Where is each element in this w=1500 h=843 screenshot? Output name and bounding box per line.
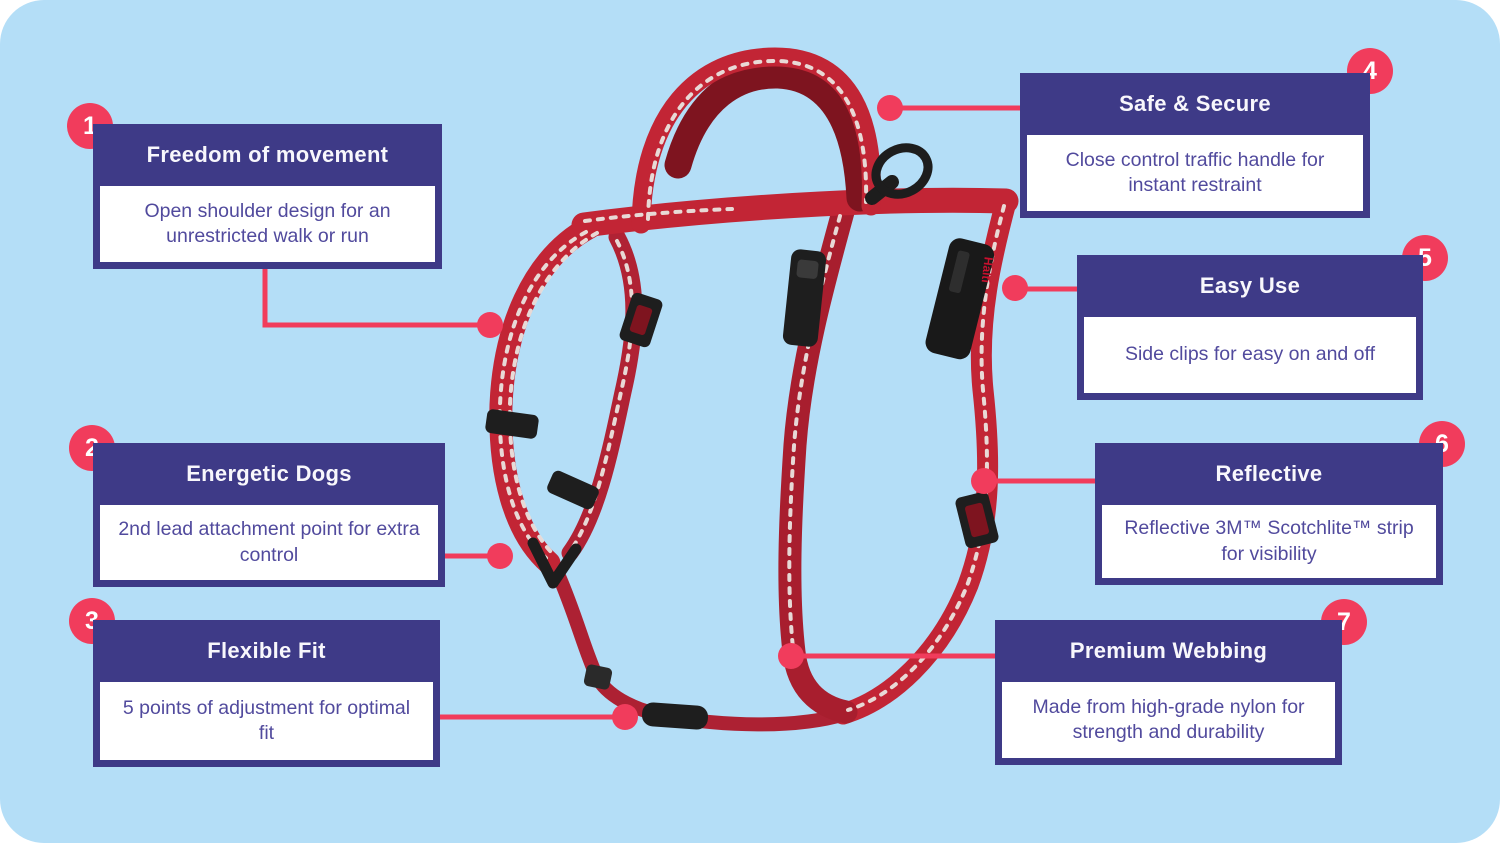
callout-title: Flexible Fit bbox=[93, 620, 440, 682]
callout-1-dot bbox=[477, 312, 503, 338]
adjuster-slider-right bbox=[955, 491, 999, 549]
callout-3-dot bbox=[612, 704, 638, 730]
hardware: Halti bbox=[485, 143, 999, 730]
callout-description: Open shoulder design for an unrestricted… bbox=[100, 186, 435, 262]
handle-padding bbox=[664, 61, 874, 212]
belly-strap bbox=[551, 567, 852, 732]
adjuster-slider-inner-loop bbox=[547, 470, 599, 510]
callout-easy-use: Easy Use Side clips for easy on and off bbox=[1077, 255, 1423, 400]
callout-title-text: Flexible Fit bbox=[207, 638, 326, 663]
callout-description: Close control traffic handle for instant… bbox=[1027, 135, 1363, 211]
callout-description: Made from high-grade nylon for strength … bbox=[1002, 682, 1335, 758]
callout-description-text: Close control traffic handle for instant… bbox=[1065, 148, 1325, 196]
callout-description-text: Reflective 3M™ Scotchlite™ strip for vis… bbox=[1124, 517, 1414, 565]
callout-2-dot bbox=[487, 543, 513, 569]
shoulder-strap-outer bbox=[489, 215, 602, 575]
callout-description: 2nd lead attachment point for extra cont… bbox=[100, 505, 438, 580]
callout-title-text: Freedom of movement bbox=[146, 142, 389, 167]
harness: Halti bbox=[485, 47, 1019, 732]
callout-title: Energetic Dogs bbox=[93, 443, 445, 505]
d-ring bbox=[871, 143, 933, 199]
callout-5-dot bbox=[1002, 275, 1028, 301]
callout-2-connector bbox=[445, 543, 513, 569]
callout-3-connector bbox=[440, 704, 638, 730]
callout-title: Reflective bbox=[1095, 443, 1443, 505]
callout-title-text: Safe & Secure bbox=[1119, 91, 1271, 116]
callout-description-text: Side clips for easy on and off bbox=[1124, 343, 1376, 366]
callout-freedom-of-movement: Freedom of movement Open shoulder design… bbox=[93, 124, 442, 269]
lead-attachment-vring bbox=[527, 537, 582, 589]
callout-description: Side clips for easy on and off bbox=[1084, 317, 1416, 393]
callout-energetic-dogs: Energetic Dogs 2nd lead attachment point… bbox=[93, 443, 445, 587]
callout-premium-webbing: Premium Webbing Made from high-grade nyl… bbox=[995, 620, 1342, 765]
callout-6-dot bbox=[971, 468, 997, 494]
callout-7-connector bbox=[778, 643, 995, 669]
callout-description-text: Made from high-grade nylon for strength … bbox=[1032, 695, 1305, 743]
callout-flexible-fit: Flexible Fit 5 points of adjustment for … bbox=[93, 620, 440, 767]
adjuster-slider-outer-loop bbox=[485, 409, 539, 439]
callout-description-text: Open shoulder design for an unrestricted… bbox=[144, 199, 391, 247]
callout-description-text: 2nd lead attachment point for extra cont… bbox=[118, 518, 420, 566]
callout-safe-and-secure: Safe & Secure Close control traffic hand… bbox=[1020, 73, 1370, 218]
side-release-clip-right: Halti bbox=[925, 238, 996, 360]
connectors bbox=[262, 95, 1095, 730]
callout-description: 5 points of adjustment for optimal fit bbox=[100, 682, 433, 760]
callout-title-text: Easy Use bbox=[1199, 273, 1301, 298]
callout-title: Safe & Secure bbox=[1020, 73, 1370, 135]
callout-reflective: Reflective Reflective 3M™ Scotchlite™ st… bbox=[1095, 443, 1443, 585]
callout-7-dot bbox=[778, 643, 804, 669]
adjuster-slider-belly bbox=[583, 664, 613, 690]
adjuster-slider-shoulder bbox=[619, 292, 663, 348]
callout-title-text: Reflective bbox=[1215, 461, 1323, 486]
callout-4-dot bbox=[877, 95, 903, 121]
callout-title: Premium Webbing bbox=[995, 620, 1342, 682]
callout-title: Freedom of movement bbox=[93, 124, 442, 186]
callout-title-text: Premium Webbing bbox=[1069, 638, 1268, 663]
traffic-handle bbox=[631, 47, 881, 234]
callout-5-connector bbox=[1002, 275, 1077, 301]
callout-title-text: Energetic Dogs bbox=[186, 461, 352, 486]
callout-6-connector bbox=[971, 468, 1095, 494]
bottom-buckle bbox=[641, 702, 709, 730]
callout-4-connector bbox=[877, 95, 1020, 121]
callout-1-connector bbox=[262, 269, 503, 338]
side-release-clip-left bbox=[782, 249, 827, 347]
callout-title: Easy Use bbox=[1077, 255, 1423, 317]
callout-description: Reflective 3M™ Scotchlite™ strip for vis… bbox=[1102, 505, 1436, 578]
halti-brand-label: Halti bbox=[979, 256, 996, 284]
callout-description-text: 5 points of adjustment for optimal fit bbox=[122, 696, 411, 744]
